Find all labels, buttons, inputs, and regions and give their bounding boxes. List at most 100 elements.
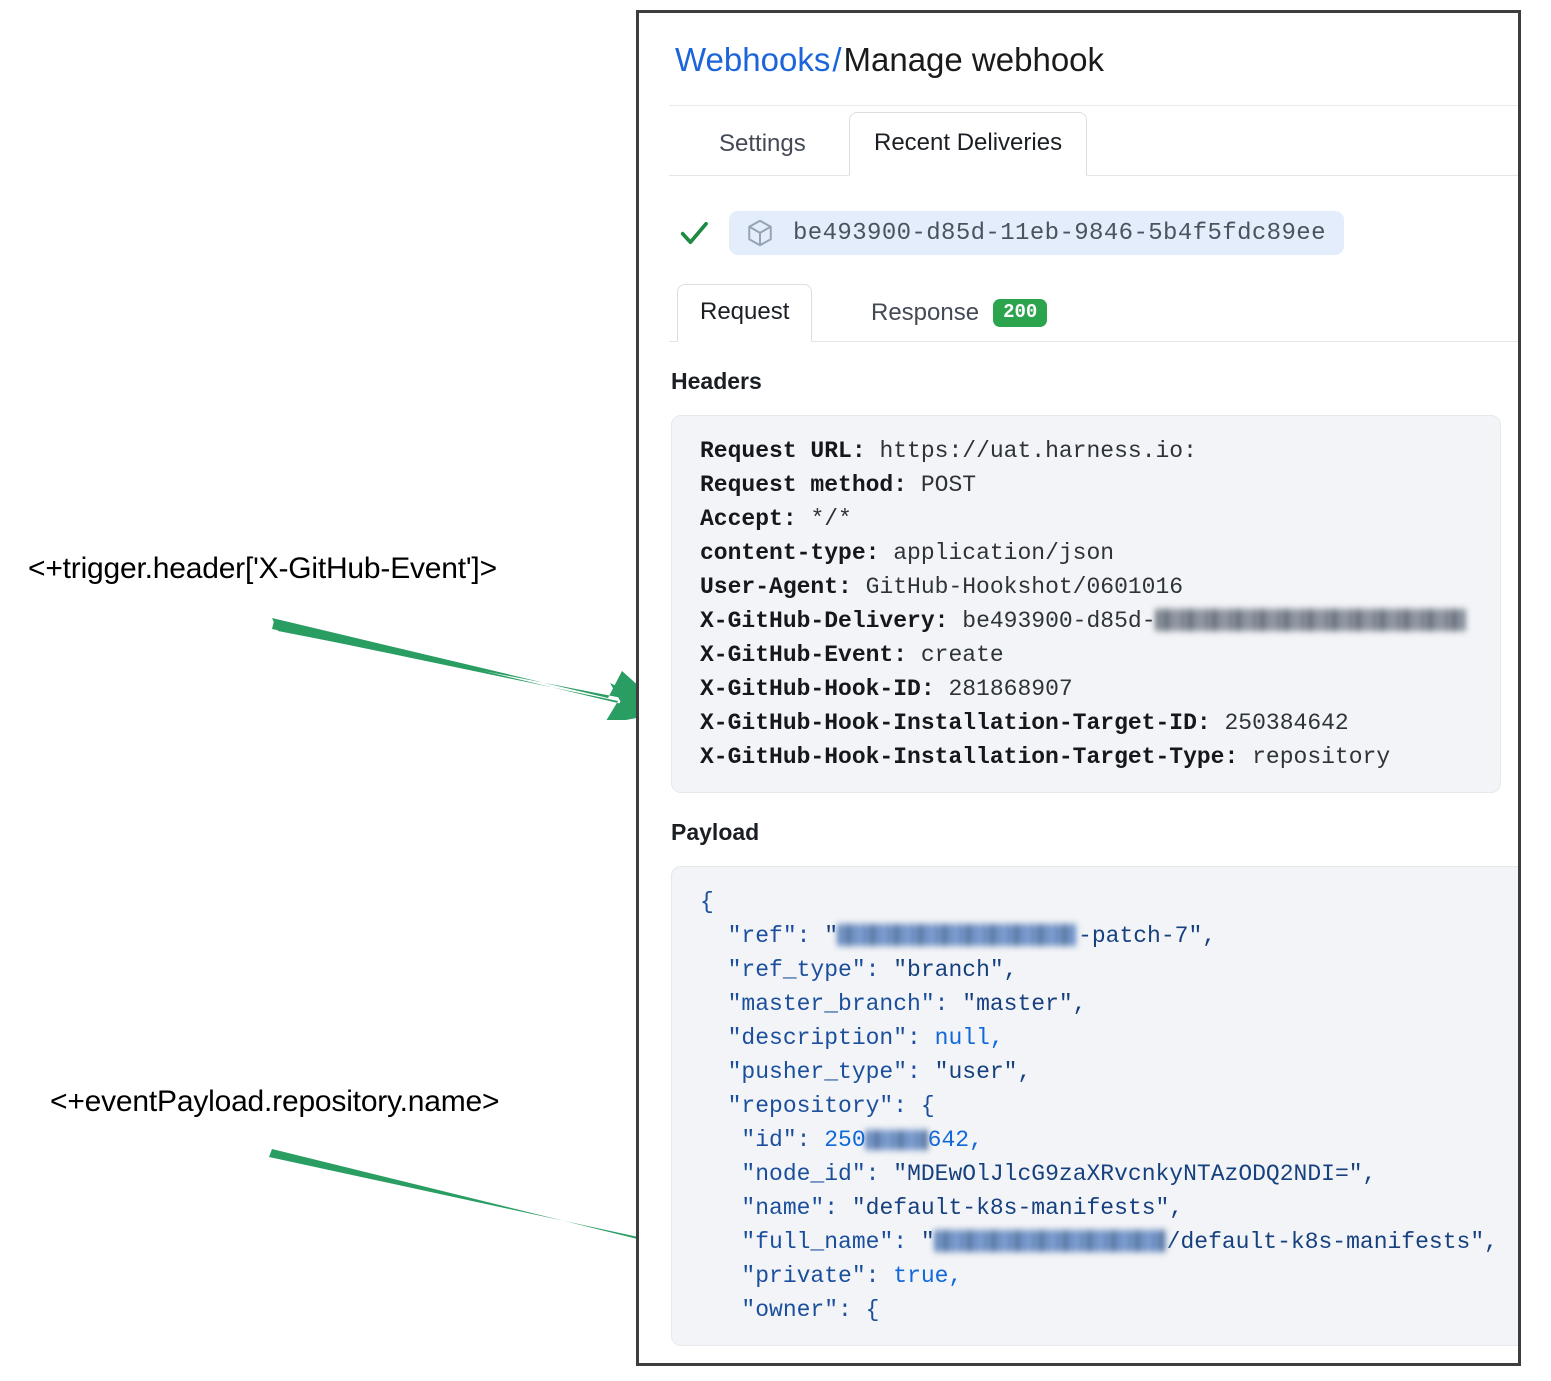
redacted-username bbox=[838, 924, 1079, 947]
webhook-manage-panel: Webhooks/Manage webhook Settings Recent … bbox=[636, 10, 1521, 1366]
payload-key: "owner" bbox=[741, 1297, 839, 1324]
payload-key: "ref_type" bbox=[727, 957, 866, 984]
header-key: content-type: bbox=[700, 540, 880, 567]
payload-key: "id" bbox=[741, 1127, 797, 1154]
inner-tabstrip: Request Response 200 bbox=[669, 278, 1518, 343]
payload-value: "default-k8s-manifests", bbox=[851, 1195, 1184, 1222]
header-line: content-type: application/json bbox=[672, 536, 1500, 570]
payload-value-tail: -patch-7", bbox=[1078, 923, 1217, 950]
payload-value: 250 bbox=[824, 1127, 866, 1154]
header-value: POST bbox=[920, 472, 977, 499]
annotation-arrow-1 bbox=[272, 618, 668, 720]
payload-value: true, bbox=[893, 1263, 963, 1290]
header-value: create bbox=[920, 642, 1004, 669]
payload-key: "full_name" bbox=[741, 1229, 894, 1256]
package-icon bbox=[748, 220, 772, 247]
annotation-label-trigger-header: <+trigger.header['X-GitHub-Event']> bbox=[28, 552, 497, 585]
header-value: 281868907 bbox=[948, 676, 1073, 703]
payload-value-tail: /default-k8s-manifests", bbox=[1166, 1229, 1498, 1256]
header-key: X-GitHub-Hook-ID: bbox=[700, 676, 935, 703]
payload-key: "description" bbox=[727, 1025, 908, 1052]
payload-line: "ref_type": "branch", bbox=[727, 957, 1018, 984]
payload-text: { bbox=[700, 889, 714, 916]
payload-value: "MDEwOlJlcG9zaXRvcnkyNTAzODQ2NDI=", bbox=[893, 1161, 1377, 1188]
payload-key: "repository" bbox=[727, 1093, 894, 1120]
header-value: https://uat.harness.io: bbox=[879, 438, 1197, 465]
header-key: X-GitHub-Hook-Installation-Target-Type: bbox=[700, 744, 1239, 771]
payload-line: { bbox=[672, 885, 1518, 919]
header-line: Accept: */* bbox=[672, 502, 1500, 536]
tab-recent-deliveries[interactable]: Recent Deliveries bbox=[849, 112, 1088, 177]
redacted-delivery-suffix bbox=[1155, 609, 1466, 632]
tab-response[interactable]: Response 200 bbox=[849, 286, 1069, 342]
payload-line: "ref": "-patch-7", bbox=[727, 923, 1217, 950]
delivery-row: be493900-d85d-11eb-9846-5b4f5fdc89ee bbox=[677, 210, 1518, 256]
header-value: GitHub-Hookshot/0601016 bbox=[865, 574, 1184, 601]
header-key: User-Agent: bbox=[700, 574, 852, 601]
header-value: 250384642 bbox=[1224, 710, 1349, 737]
annotation-label-event-payload: <+eventPayload.repository.name> bbox=[50, 1085, 500, 1118]
header-key: X-GitHub-Event: bbox=[700, 642, 908, 669]
breadcrumb: Webhooks/Manage webhook bbox=[639, 13, 1518, 80]
redacted-owner-username bbox=[934, 1230, 1167, 1253]
payload-key: "pusher_type" bbox=[727, 1059, 908, 1086]
breadcrumb-link-webhooks[interactable]: Webhooks bbox=[675, 41, 831, 78]
payload-key: "private" bbox=[741, 1263, 866, 1290]
tab-settings[interactable]: Settings bbox=[719, 130, 806, 158]
check-icon bbox=[680, 222, 708, 245]
header-divider bbox=[669, 105, 1518, 107]
payload-value: "branch", bbox=[893, 957, 1018, 984]
header-line: Request URL: https://uat.harness.io: bbox=[672, 434, 1500, 468]
header-value: application/json bbox=[893, 540, 1115, 567]
header-line: X-GitHub-Event: create bbox=[672, 638, 1500, 672]
payload-section-title: Payload bbox=[671, 819, 760, 846]
payload-value: "user", bbox=[934, 1059, 1032, 1086]
payload-value: null, bbox=[934, 1025, 1004, 1052]
header-value: */* bbox=[810, 506, 852, 533]
header-key: Request method: bbox=[700, 472, 908, 499]
tab-response-label: Response bbox=[871, 299, 980, 327]
header-line: Request method: POST bbox=[672, 468, 1500, 502]
payload-line: "master_branch": "master", bbox=[727, 991, 1087, 1018]
payload-value-tail: 642, bbox=[927, 1127, 983, 1154]
outer-tabstrip-underline bbox=[669, 175, 1518, 177]
headers-section-title: Headers bbox=[671, 368, 762, 395]
payload-value: " bbox=[824, 923, 839, 950]
status-badge: 200 bbox=[993, 299, 1048, 328]
headers-code-block: Request URL: https://uat.harness.io: Req… bbox=[671, 415, 1501, 794]
delivery-id-chip[interactable]: be493900-d85d-11eb-9846-5b4f5fdc89ee bbox=[729, 211, 1344, 256]
tab-request-label: Request bbox=[700, 298, 790, 326]
payload-value: { bbox=[920, 1093, 935, 1120]
payload-line: "node_id": "MDEwOlJlcG9zaXRvcnkyNTAzODQ2… bbox=[741, 1161, 1377, 1188]
payload-line: "description": null, bbox=[727, 1025, 1004, 1052]
payload-line: "name": "default-k8s-manifests", bbox=[741, 1195, 1184, 1222]
header-line: X-GitHub-Hook-Installation-Target-ID: 25… bbox=[672, 706, 1500, 740]
redacted-id-digits bbox=[865, 1130, 928, 1151]
header-line: X-GitHub-Hook-Installation-Target-Type: … bbox=[672, 740, 1500, 774]
payload-line: "pusher_type": "user", bbox=[727, 1059, 1032, 1086]
payload-key: "ref" bbox=[727, 923, 797, 950]
breadcrumb-separator: / bbox=[832, 41, 842, 78]
payload-line: "private": true, bbox=[741, 1263, 963, 1290]
page-title: Manage webhook bbox=[843, 41, 1105, 78]
header-key: Request URL: bbox=[700, 438, 866, 465]
payload-key: "master_branch" bbox=[727, 991, 935, 1018]
payload-value: "master", bbox=[962, 991, 1087, 1018]
payload-key: "name" bbox=[741, 1195, 825, 1222]
payload-value: " bbox=[920, 1229, 935, 1256]
payload-value: { bbox=[865, 1297, 880, 1324]
header-line: X-GitHub-Delivery: be493900-d85d- bbox=[672, 604, 1500, 638]
payload-line: "full_name": "/default-k8s-manifests", bbox=[741, 1229, 1498, 1256]
inner-tabstrip-underline bbox=[669, 341, 1518, 343]
header-value: be493900-d85d- bbox=[962, 608, 1156, 635]
header-line: X-GitHub-Hook-ID: 281868907 bbox=[672, 672, 1500, 706]
header-line: User-Agent: GitHub-Hookshot/0601016 bbox=[672, 570, 1500, 604]
header-key: Accept: bbox=[700, 506, 797, 533]
header-key: X-GitHub-Hook-Installation-Target-ID: bbox=[700, 710, 1211, 737]
payload-line: "owner": { bbox=[741, 1297, 880, 1324]
delivery-id-text: be493900-d85d-11eb-9846-5b4f5fdc89ee bbox=[793, 219, 1326, 247]
tab-request[interactable]: Request bbox=[677, 284, 813, 343]
outer-tabstrip: Settings Recent Deliveries bbox=[669, 106, 1518, 177]
payload-key: "node_id" bbox=[741, 1161, 866, 1188]
